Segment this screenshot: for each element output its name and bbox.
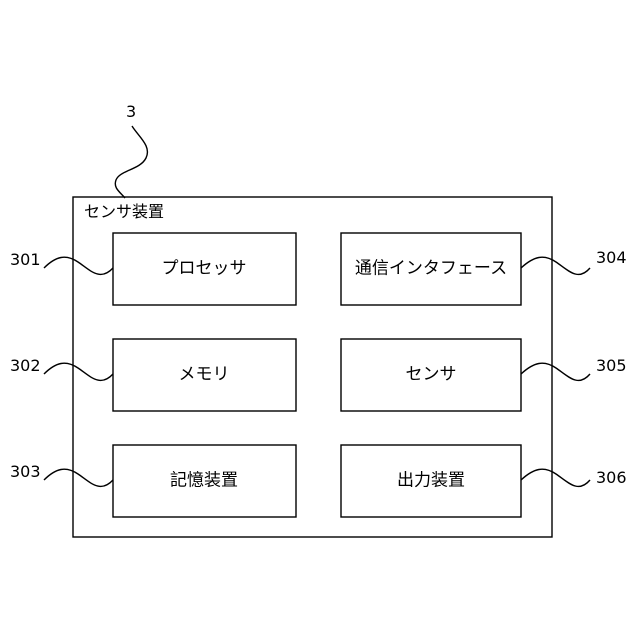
leader-line-302 (44, 363, 113, 380)
ref-number-304: 304 (596, 250, 627, 266)
leader-line-301 (44, 257, 113, 274)
label-storage: 記憶装置 (170, 473, 238, 490)
ref-number-301: 301 (10, 252, 41, 268)
leader-line-306 (521, 469, 590, 486)
leader-line-305 (521, 363, 590, 380)
ref-number-305: 305 (596, 358, 627, 374)
label-processor: プロセッサ (162, 261, 247, 278)
device-ref-number: 3 (126, 104, 136, 120)
ref-number-303: 303 (10, 464, 41, 480)
ref-number-306: 306 (596, 470, 627, 486)
label-output-device: 出力装置 (397, 473, 465, 490)
device-outer-box (73, 197, 552, 537)
ref-number-302: 302 (10, 358, 41, 374)
label-comm-interface: 通信インタフェース (355, 261, 507, 278)
label-sensor: センサ (406, 367, 457, 384)
leader-line-303 (44, 469, 113, 486)
label-memory: メモリ (179, 367, 230, 384)
device-title: センサ装置 (84, 204, 164, 220)
leader-line-304 (521, 257, 590, 274)
device-leader-line (115, 126, 147, 198)
